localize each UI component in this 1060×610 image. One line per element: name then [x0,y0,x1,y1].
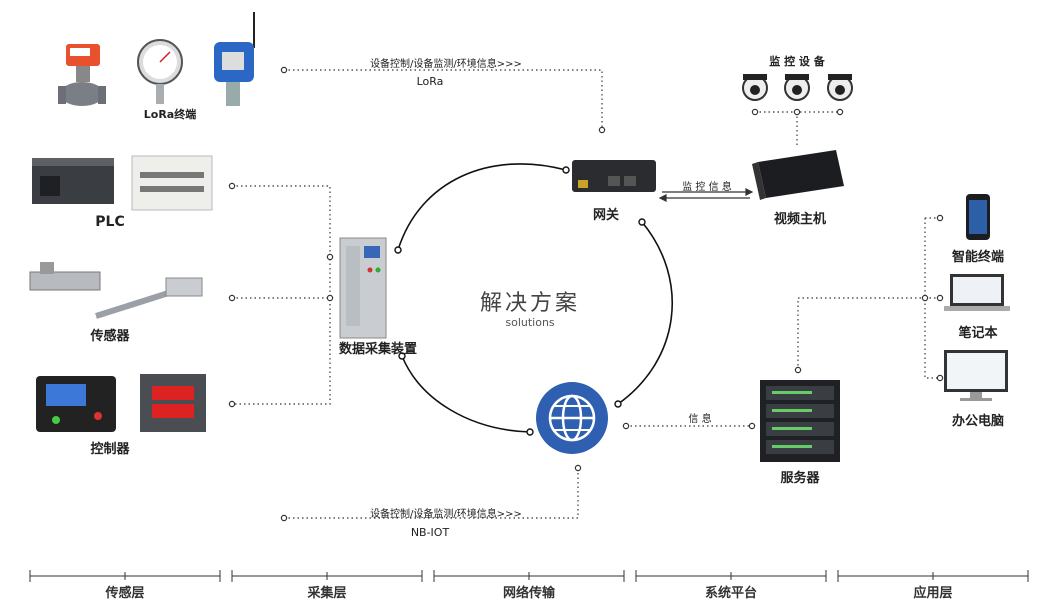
gateway-router-icon [572,160,656,192]
monitor-link-arrows [658,188,754,202]
gateway-label: 网关 [592,208,620,223]
dome-camera-icons [742,74,853,101]
controller-label: 控制器 [90,442,130,457]
load-cell-icon [29,262,101,291]
layer-axis [29,570,1029,582]
office-pc-label: 办公电脑 [951,414,1005,429]
ring-endpoints [394,166,646,436]
monitor-equipment-label: 监 控 设 备 [769,55,825,68]
smartphone-icon [966,194,990,240]
lora-info-label: 设备控制/设备监测/环境信息>>> [370,59,522,70]
video-host-icon [752,150,844,200]
globe-network-icon [536,382,608,454]
layer-collection: 采集层 [307,586,347,601]
lora-terminal-label: LoRa终端 [143,108,197,121]
plc-label: PLC [95,214,125,230]
layer-platform: 系统平台 [704,586,758,601]
digital-meter-icon [140,374,206,432]
video-host-label: 视频主机 [773,212,827,227]
plc-module-icon [131,155,213,211]
laptop-label: 笔记本 [958,326,998,341]
nbiot-info-label: 设备控制/设备监测/环境信息>>> [370,509,522,520]
layer-sensing: 传感层 [105,586,145,601]
server-rack-icon [760,380,840,462]
center-title: 解决方案 [479,291,581,316]
collector-cabinet-icon [339,237,387,339]
pressure-gauge-icon [137,39,183,104]
layer-application: 应用层 [913,586,953,601]
sensor-label: 传感器 [90,329,130,344]
lora-valve-icon [58,44,106,106]
plc-unit-icon [32,158,114,204]
server-label: 服务器 [780,471,820,486]
lora-transmitter-icon [214,12,255,106]
connector-dots [228,66,944,522]
center-subtitle: solutions [505,316,555,329]
monitor-info-label: 监 控 信 息 [682,182,732,193]
controller-panel-icon [36,376,116,432]
lora-link-label: LoRa [416,75,444,88]
desktop-monitor-icon [944,350,1008,401]
info-label: 信 息 [688,414,712,425]
smart-terminal-label: 智能终端 [951,250,1005,265]
laptop-icon [944,274,1010,311]
nbiot-link-label: NB-IOT [410,526,450,539]
collector-label: 数据采集装置 [338,342,418,357]
layer-network: 网络传输 [502,586,556,601]
solution-ring [397,163,673,433]
probe-sensor-icon [95,277,203,319]
